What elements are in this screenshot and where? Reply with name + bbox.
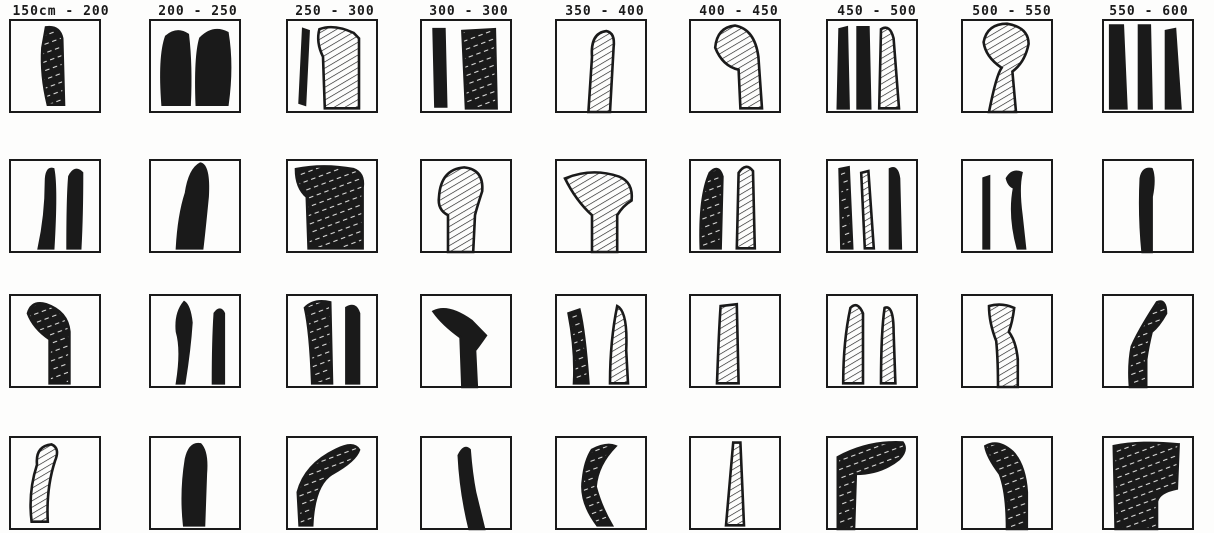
dark-shape	[840, 167, 853, 248]
hatched-shape	[439, 167, 483, 252]
dark-shape	[1110, 26, 1126, 109]
dark-shape	[196, 30, 230, 104]
shape-panel	[421, 295, 511, 387]
shape-panel	[1103, 437, 1193, 529]
dark-shape	[42, 27, 64, 105]
shape-panel	[421, 160, 511, 252]
shape-panel	[690, 295, 780, 387]
shape-panel	[150, 437, 240, 529]
hatched-shape	[588, 31, 614, 112]
shape-panel	[962, 160, 1052, 252]
dark-shape	[582, 445, 615, 525]
dark-shape	[1007, 172, 1025, 248]
shape-panel	[150, 295, 240, 387]
shape-panel	[690, 20, 780, 112]
hatched-shape	[565, 172, 632, 252]
shape-panel	[421, 20, 511, 112]
dark-shape	[39, 169, 55, 248]
hatched-shape	[610, 306, 628, 383]
hatched-shape	[31, 444, 57, 521]
dark-shape	[298, 445, 359, 525]
shape-panel	[690, 437, 780, 529]
dark-shape	[434, 29, 447, 106]
shape-panel	[827, 437, 917, 529]
hatched-shape	[737, 167, 755, 248]
shape-panel	[827, 160, 917, 252]
dark-shape	[569, 310, 589, 384]
dark-shape	[300, 29, 309, 104]
panel-frame	[827, 295, 917, 387]
shape-panel	[827, 20, 917, 112]
shape-panel	[287, 20, 377, 112]
dark-shape	[177, 302, 192, 383]
shape-panel	[287, 160, 377, 252]
shape-panel	[827, 295, 917, 387]
dark-shape	[346, 306, 359, 383]
dark-shape	[701, 169, 723, 248]
dark-shape	[984, 177, 989, 249]
shape-panel	[556, 20, 646, 112]
dark-shape	[28, 303, 69, 383]
dark-shape	[1129, 302, 1166, 387]
shape-panel	[421, 437, 511, 529]
hatched-shape	[715, 26, 762, 109]
dark-shape	[1114, 443, 1179, 529]
dark-shape	[838, 27, 849, 108]
shape-panel	[150, 160, 240, 252]
shape-panel	[962, 295, 1052, 387]
panel-frame	[962, 160, 1052, 252]
dark-shape	[858, 27, 871, 108]
dark-shape	[183, 444, 206, 525]
shape-panel	[1103, 295, 1193, 387]
hatched-shape	[989, 305, 1018, 387]
hatched-shape	[726, 443, 744, 526]
shape-panel	[1103, 160, 1193, 252]
dark-shape	[890, 168, 901, 248]
hatched-shape	[843, 305, 863, 383]
dark-shape	[1139, 26, 1152, 109]
shape-panel	[556, 160, 646, 252]
dark-shape	[305, 301, 332, 383]
shape-panel	[962, 437, 1052, 529]
hatched-shape	[879, 28, 899, 109]
hatched-shape	[717, 304, 739, 383]
shape-panel	[556, 437, 646, 529]
hatched-shape	[881, 307, 895, 383]
hatched-shape	[984, 24, 1029, 112]
dark-shape	[462, 29, 496, 108]
dark-shape	[177, 164, 208, 249]
shape-panel	[1103, 20, 1193, 112]
shape-panel	[10, 160, 100, 252]
dark-shape	[838, 442, 905, 529]
shape-panel	[287, 295, 377, 387]
dark-shape	[434, 309, 486, 387]
shape-panel	[10, 20, 100, 112]
dark-shape	[213, 310, 224, 384]
dark-shape	[161, 31, 190, 104]
hatched-shape	[318, 27, 359, 108]
shape-panel	[287, 437, 377, 529]
shape-panel	[10, 295, 100, 387]
shape-panel	[690, 160, 780, 252]
shape-panel	[556, 295, 646, 387]
dark-shape	[985, 444, 1026, 529]
shape-panel	[10, 437, 100, 529]
shape-panel	[962, 20, 1052, 112]
shape-panel	[150, 20, 240, 112]
panel-frame	[556, 295, 646, 387]
dark-shape	[1166, 29, 1180, 108]
panel-frame	[150, 295, 240, 387]
dark-shape	[296, 166, 363, 248]
dark-shape	[68, 170, 82, 248]
hatched-shape	[861, 171, 874, 248]
dark-shape	[459, 448, 484, 529]
dark-shape	[1140, 169, 1153, 252]
